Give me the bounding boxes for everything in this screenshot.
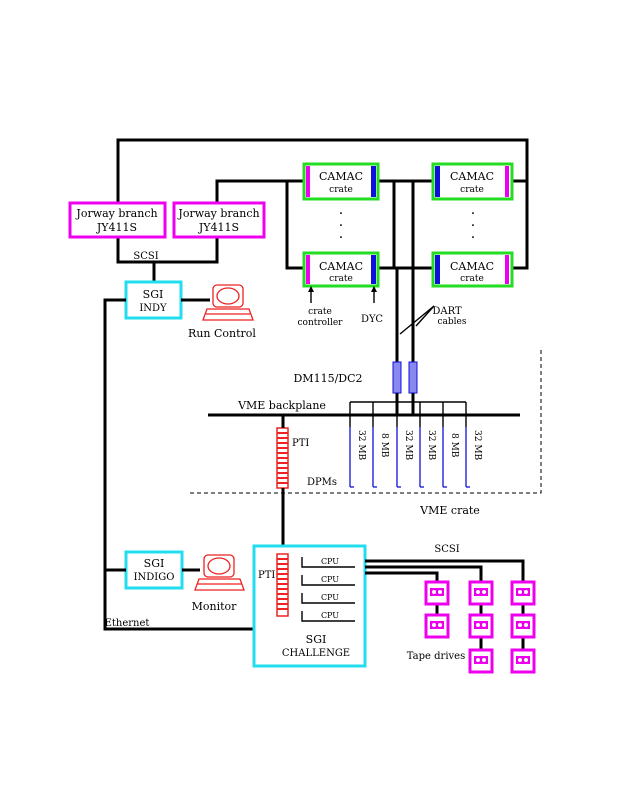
pti-challenge: PTI — [258, 553, 289, 617]
indigo-line2: INDIGO — [134, 572, 175, 583]
camac-crate-right-top: CAMAC crate — [431, 162, 514, 201]
dpm-card-1: 32 MB — [349, 427, 366, 488]
scsi-top-label: SCSI — [133, 251, 158, 262]
svg-text:8 MB: 8 MB — [449, 433, 459, 458]
dpms-label: DPMs — [307, 477, 337, 488]
dpm-bus — [349, 401, 467, 427]
monitor-icon — [194, 554, 245, 591]
pti-challenge-label: PTI — [258, 570, 275, 581]
dpm-card-5: 8 MB — [442, 427, 459, 488]
indy-line2: INDY — [139, 303, 167, 314]
camac-title: CAMAC — [450, 260, 494, 273]
svg-text:·: · — [339, 230, 343, 246]
challenge-line1: SGI — [306, 633, 327, 646]
run-control-terminal-icon — [202, 284, 254, 321]
svg-text:32 MB: 32 MB — [426, 430, 436, 461]
tape-drive-icon — [510, 648, 536, 674]
svg-text:·: · — [471, 206, 475, 222]
tape-drive-icon — [424, 580, 450, 606]
svg-text:·: · — [339, 218, 343, 234]
camac-crate-left-bottom: CAMAC crate — [302, 251, 380, 288]
crate-ellipsis-right: · · · — [471, 206, 475, 246]
camac-title: CAMAC — [319, 260, 363, 273]
svg-text:controller: controller — [298, 318, 344, 328]
vme-backplane-label: VME backplane — [237, 399, 326, 412]
ethernet-line — [103, 298, 253, 631]
pti-vme-label: PTI — [292, 438, 309, 449]
camac-sub: crate — [460, 274, 484, 284]
run-control-label: Run Control — [188, 327, 256, 340]
svg-text:32 MB: 32 MB — [472, 430, 482, 461]
camac-title: CAMAC — [319, 170, 363, 183]
scsi-bottom-label: SCSI — [434, 544, 459, 555]
jorway-2-line1: Jorway branch — [177, 207, 259, 220]
dpm-card-3: 32 MB — [396, 427, 413, 488]
top-wiring — [116, 138, 529, 363]
dyc-label: DYC — [361, 286, 383, 325]
pti-vme: PTI — [276, 427, 309, 489]
jorway-1-line1: Jorway branch — [75, 207, 157, 220]
tape-drive-icon — [424, 613, 450, 639]
tape-drive-icon — [468, 648, 494, 674]
jorway-1-line2: JY411S — [96, 221, 137, 234]
sgi-indigo: SGI INDIGO — [124, 550, 184, 590]
indigo-line1: SGI — [144, 557, 165, 570]
dm115-label: DM115/DC2 — [293, 372, 362, 385]
jorway-branch-2: Jorway branch JY411S — [172, 201, 266, 239]
svg-text:8 MB: 8 MB — [379, 433, 389, 458]
svg-text:crate: crate — [308, 307, 332, 317]
crate-ellipsis-left: · · · — [339, 206, 343, 246]
svg-text:·: · — [471, 218, 475, 234]
dart-cables-label: DART cables — [399, 305, 467, 335]
sgi-indy: SGI INDY — [124, 280, 183, 320]
svg-text:DYC: DYC — [361, 314, 383, 325]
jorway-branch-1: Jorway branch JY411S — [68, 201, 167, 239]
svg-text:32 MB: 32 MB — [356, 430, 366, 461]
tape-drive-icon — [510, 613, 536, 639]
camac-crate-left-top: CAMAC crate — [302, 162, 380, 201]
dpm-card-6: 32 MB — [465, 427, 482, 488]
scsi-bus — [365, 559, 525, 650]
cpu-label: CPU — [321, 557, 339, 566]
tape-drive-icons — [424, 580, 536, 674]
cpu-slots: CPU CPU CPU CPU — [301, 557, 355, 622]
svg-text:32 MB: 32 MB — [403, 430, 413, 461]
jorway-2-line2: JY411S — [198, 221, 239, 234]
tape-drive-icon — [468, 613, 494, 639]
svg-text:DART: DART — [432, 306, 462, 317]
svg-text:cables: cables — [438, 317, 467, 327]
monitor-label: Monitor — [192, 600, 238, 613]
sgi-challenge: SGI CHALLENGE — [252, 544, 367, 668]
indy-line1: SGI — [143, 288, 164, 301]
cpu-label: CPU — [321, 593, 339, 602]
ethernet-label: Ethernet — [105, 618, 150, 629]
vme-crate-label: VME crate — [419, 504, 480, 517]
crate-controller-label: crate controller — [298, 286, 344, 328]
camac-crate-right-bottom: CAMAC crate — [431, 251, 514, 288]
challenge-line2: CHALLENGE — [282, 648, 350, 659]
camac-sub: crate — [460, 185, 484, 195]
svg-text:·: · — [339, 206, 343, 222]
svg-text:·: · — [471, 230, 475, 246]
cpu-label: CPU — [321, 575, 339, 584]
camac-sub: crate — [329, 185, 353, 195]
camac-title: CAMAC — [450, 170, 494, 183]
vme-crate-outline — [188, 350, 542, 494]
camac-sub: crate — [329, 274, 353, 284]
dpm-card-2: 8 MB — [372, 427, 389, 488]
tape-drive-icon — [468, 580, 494, 606]
tape-drive-icon — [510, 580, 536, 606]
dpm-card-4: 32 MB — [419, 427, 436, 488]
cpu-label: CPU — [321, 611, 339, 620]
tape-drives-label: Tape drives — [407, 651, 465, 662]
